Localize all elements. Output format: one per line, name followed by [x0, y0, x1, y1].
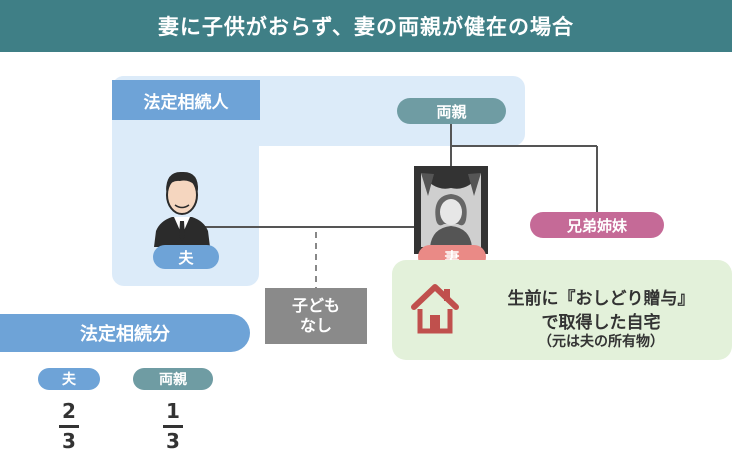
gift-note-line3: （元は夫の所有物）	[538, 334, 664, 350]
parents-share-fraction-bar	[163, 425, 183, 428]
husband-share-numerator: 2	[62, 399, 76, 423]
parents-badge: 両親	[397, 98, 506, 124]
husband-share-fraction-bar	[59, 425, 79, 428]
husband-badge: 夫	[153, 245, 219, 269]
parents-share-numerator: 1	[166, 399, 180, 423]
husband-avatar-icon	[154, 171, 210, 247]
house-icon	[411, 284, 459, 334]
legal-heirs-label: 法定相続人	[112, 80, 260, 120]
husband-share-denominator: 3	[62, 429, 76, 453]
wife-memorial-portrait-icon	[414, 166, 488, 254]
page-title: 妻に子供がおらず、妻の両親が健在の場合	[0, 0, 732, 52]
share-parents-badge: 両親	[133, 368, 213, 390]
no-children-line1: 子ども	[291, 296, 340, 315]
no-children-line2: なし	[299, 316, 332, 335]
share-husband-badge: 夫	[38, 368, 100, 390]
siblings-badge: 兄弟姉妹	[530, 212, 664, 238]
gift-note-line1: 生前に『おしどり贈与』	[507, 289, 695, 309]
gift-note-line2: で取得した自宅	[541, 313, 661, 333]
parents-share-denominator: 3	[166, 429, 180, 453]
legal-shares-title: 法定相続分	[0, 314, 250, 352]
no-children-box: 子ども なし	[265, 288, 367, 344]
